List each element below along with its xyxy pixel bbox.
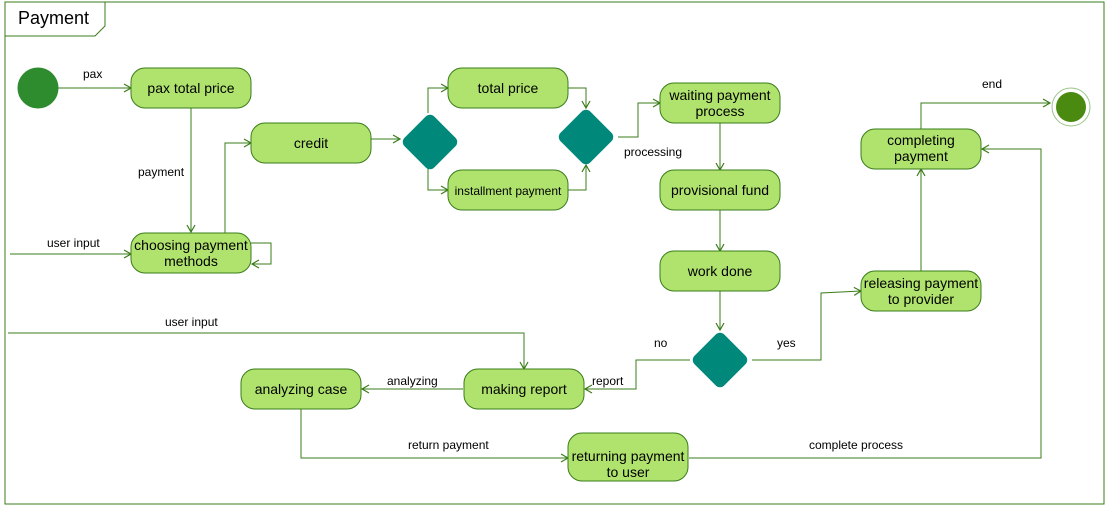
- node-choosing-payment-methods: choosing payment methods: [130, 232, 252, 274]
- label-analyzing: analyzing: [387, 374, 438, 388]
- label-report: report: [592, 374, 624, 388]
- edge-completing-to-end: [920, 98, 1052, 129]
- node-choosing-label-line2: methods: [164, 253, 218, 269]
- label-no: no: [654, 336, 668, 350]
- edge-decision2-to-waiting: [618, 98, 662, 138]
- edge-total-price-to-decision2: [568, 87, 591, 110]
- node-waiting-payment-process: waiting payment process: [659, 82, 781, 124]
- edge-labels: pax payment user input user input proces…: [47, 67, 1002, 452]
- node-making-report-label: making report: [481, 381, 567, 397]
- label-payment: payment: [138, 165, 185, 179]
- node-credit: credit: [250, 122, 372, 164]
- edge-decision1-to-total-price: [427, 83, 450, 113]
- label-user-input-1: user input: [47, 236, 100, 250]
- node-pax-total-price-label: pax total price: [147, 80, 234, 96]
- edge-decision1-to-installment: [427, 165, 450, 195]
- node-waiting-label-line2: process: [695, 103, 744, 119]
- node-analyzing-case: analyzing case: [240, 368, 362, 410]
- node-completing-label-line1: completing: [887, 132, 955, 148]
- decision-merge: [558, 109, 614, 165]
- node-completing-payment: completing payment: [860, 128, 982, 170]
- node-returning-payment: returning payment to user: [567, 432, 689, 482]
- edge-installment-to-decision2: [568, 163, 591, 191]
- node-credit-label: credit: [294, 135, 328, 151]
- node-pax-total-price: pax total price: [130, 67, 252, 109]
- edge-user-input-to-making-report: [8, 332, 529, 371]
- label-user-input-2: user input: [165, 315, 218, 329]
- label-return-payment: return payment: [408, 438, 489, 452]
- label-pax: pax: [83, 67, 102, 81]
- label-processing: processing: [624, 145, 682, 159]
- node-waiting-label-line1: waiting payment: [668, 87, 770, 103]
- label-complete-process: complete process: [809, 438, 903, 452]
- edge-choosing-to-credit: [224, 138, 253, 233]
- node-analyzing-case-label: analyzing case: [255, 381, 348, 397]
- node-provisional-fund: provisional fund: [659, 169, 781, 211]
- node-total-price-label: total price: [478, 80, 539, 96]
- frame-title: Payment: [18, 8, 89, 28]
- edge-choosing-self-loop: [250, 242, 272, 269]
- end-node: [1051, 87, 1091, 127]
- node-total-price: total price: [447, 67, 569, 109]
- node-installment-payment: installment payment: [447, 169, 569, 211]
- edge-decision3-to-releasing: [752, 286, 863, 361]
- node-provisional-label: provisional fund: [671, 182, 769, 198]
- decision-work-result: [692, 332, 748, 388]
- label-end: end: [982, 77, 1002, 91]
- node-making-report: making report: [463, 368, 585, 410]
- edge-analyzing-to-returning: [300, 409, 570, 463]
- node-completing-label-line2: payment: [894, 148, 948, 164]
- payment-frame: Payment: [4, 1, 1105, 505]
- node-releasing-label-line2: to provider: [888, 291, 954, 307]
- node-returning-label-line1: returning payment: [572, 448, 685, 464]
- node-releasing-payment: releasing payment to provider: [860, 270, 982, 312]
- node-work-done-label: work done: [687, 263, 753, 279]
- node-choosing-label-line1: choosing payment: [134, 237, 248, 253]
- label-yes: yes: [777, 336, 796, 350]
- decision-payment-type: [402, 114, 458, 170]
- node-releasing-label-line1: releasing payment: [864, 275, 979, 291]
- node-work-done: work done: [659, 250, 781, 292]
- edges: [8, 83, 1052, 463]
- edge-decision3-to-making-report: [583, 359, 690, 394]
- start-node: [17, 67, 59, 109]
- node-installment-label: installment payment: [455, 184, 562, 198]
- edge-returning-to-completing: [689, 144, 1042, 459]
- node-returning-label-line2: to user: [607, 464, 650, 480]
